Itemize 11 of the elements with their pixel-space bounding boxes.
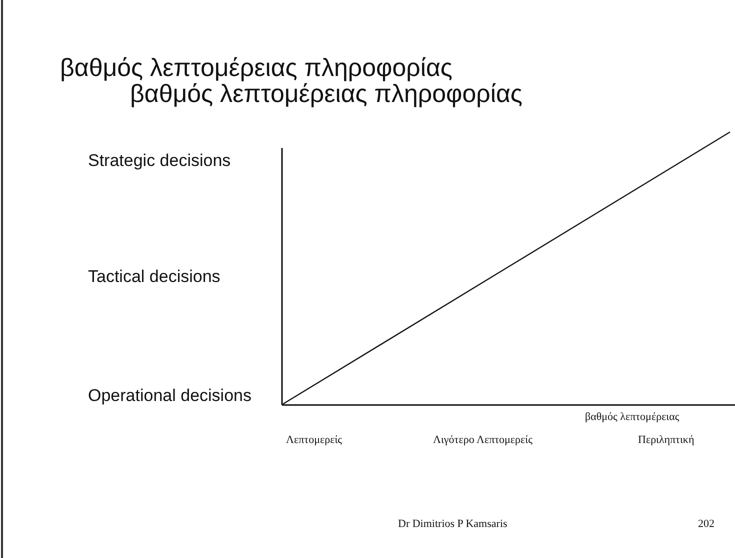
axis-category-label: Περιληπτική [638, 434, 694, 446]
axis-category-label: Λιγότερο Λεπτομερείς [433, 434, 532, 446]
page-number: 202 [698, 518, 714, 530]
axis-level-label: Tactical decisions [88, 267, 220, 287]
footer-author: Dr Dimitrios P Kamsaris [398, 518, 508, 530]
axis-level-label: Operational decisions [88, 386, 252, 406]
axis-level-label: Strategic decisions [88, 151, 231, 171]
axis-category-label: Λεπτομερείς [286, 434, 342, 446]
axis-title: βαθμός λεπτομέρειας [585, 411, 680, 423]
slide-subtitle: βαθμός λεπτομέρειας πληροφορίας [130, 80, 522, 109]
slide-title: βαθμός λεπτομέρειας πληροφορίας [60, 54, 452, 83]
